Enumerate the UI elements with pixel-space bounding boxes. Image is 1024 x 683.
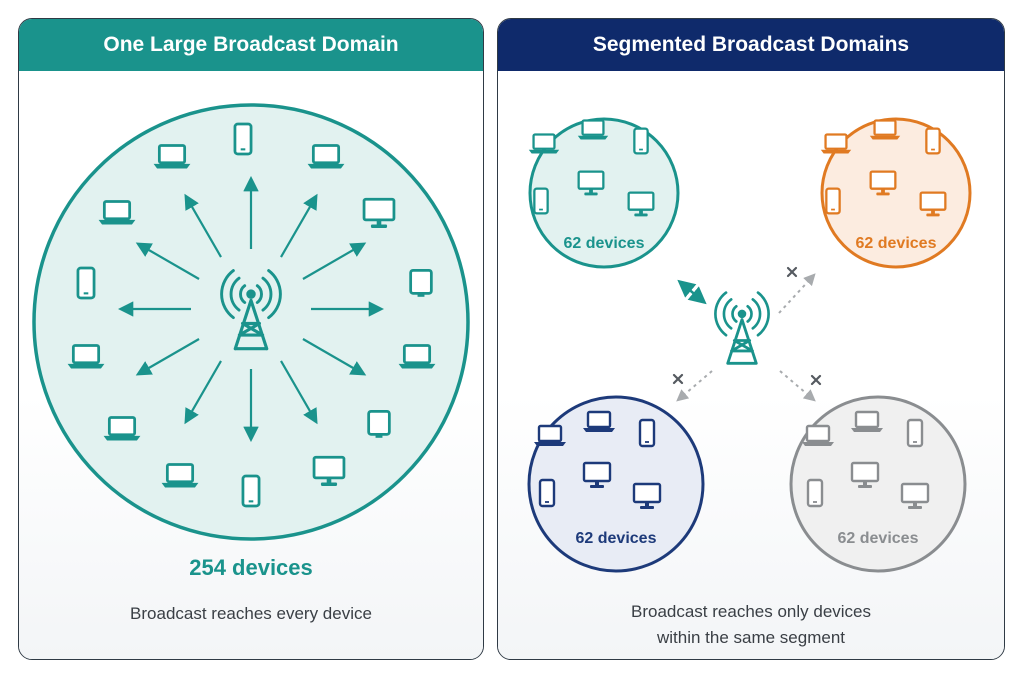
laptop-icon — [398, 344, 436, 369]
phone-icon — [806, 478, 824, 508]
blocked-x-icon — [810, 374, 822, 386]
caption-line-2: within the same segment — [656, 628, 846, 647]
phone-icon — [76, 266, 96, 300]
blocked-arrow-navy — [676, 370, 713, 402]
broadcast-arrow — [280, 193, 318, 258]
caption-line-1: Broadcast reaches only devices — [630, 602, 872, 621]
caption-segmented: Broadcast reaches only devices within th… — [498, 599, 1004, 651]
broadcast-arrow — [184, 193, 222, 258]
device-icons — [67, 122, 436, 508]
segment-count-teal: 62 devices — [563, 235, 645, 252]
laptop-icon — [103, 416, 141, 441]
phone-icon — [241, 474, 261, 508]
phone-icon — [906, 418, 924, 448]
large-domain-diagram — [32, 103, 470, 541]
laptop-icon — [161, 463, 199, 488]
phone-icon — [825, 187, 841, 215]
segmented-domains-diagram — [527, 117, 972, 573]
panel-one-large-domain: One Large Broadcast Domain 254 devices B… — [18, 18, 484, 660]
blocked-x-icon — [672, 373, 684, 385]
monitor-icon — [919, 191, 947, 217]
segment-count-navy: 62 devices — [575, 530, 657, 547]
broadcast-arrows — [117, 175, 385, 443]
broadcast-arrow — [184, 360, 222, 425]
laptop-icon — [851, 410, 883, 432]
broadcast-tower-icon — [220, 269, 282, 351]
laptop-icon — [67, 344, 105, 369]
segment-device-icons — [528, 119, 947, 509]
segment-circle-teal — [528, 117, 680, 269]
laptop-icon — [534, 424, 566, 446]
monitor-icon — [577, 170, 605, 196]
laptop-icon — [802, 424, 834, 446]
panel-title-large-domain: One Large Broadcast Domain — [19, 19, 483, 71]
laptop-icon — [820, 133, 852, 154]
phone-icon — [533, 187, 549, 215]
phone-icon — [538, 478, 556, 508]
reach-arrow-teal — [677, 279, 707, 305]
segment-count-gray: 62 devices — [837, 530, 919, 547]
broadcast-tower-icon — [714, 291, 770, 365]
tablet-icon — [367, 409, 391, 438]
caption-large-domain: Broadcast reaches every device — [130, 604, 372, 623]
broadcast-arrow — [135, 338, 200, 376]
tablet-icon — [409, 268, 433, 297]
monitor-icon — [627, 191, 655, 217]
device-count-label: 254 devices — [189, 555, 313, 580]
monitor-icon — [362, 197, 396, 228]
phone-icon — [925, 127, 941, 155]
panel-segmented-domains: Segmented Broadcast Domains — [497, 18, 1005, 660]
blocked-arrow-gray — [779, 370, 816, 402]
monitor-icon — [900, 482, 930, 509]
monitor-icon — [312, 455, 346, 486]
monitor-icon — [582, 461, 612, 488]
laptop-icon — [528, 133, 560, 154]
phone-icon — [638, 418, 656, 448]
blocked-arrow-orange — [778, 273, 816, 314]
segment-circle-orange — [820, 117, 972, 269]
laptop-icon — [577, 119, 609, 140]
laptop-icon — [98, 200, 136, 225]
laptop-icon — [153, 144, 191, 169]
monitor-icon — [632, 482, 662, 509]
broadcast-arrow — [302, 338, 367, 376]
laptop-icon — [307, 144, 345, 169]
phone-icon — [633, 127, 649, 155]
broadcast-arrow — [135, 242, 200, 280]
laptop-icon — [869, 119, 901, 140]
monitor-icon — [869, 170, 897, 196]
blocked-x-icon — [786, 266, 798, 278]
laptop-icon — [583, 410, 615, 432]
monitor-icon — [850, 461, 880, 488]
phone-icon — [233, 122, 253, 156]
segment-count-orange: 62 devices — [855, 235, 937, 252]
panel-title-segmented: Segmented Broadcast Domains — [498, 19, 1004, 71]
broadcast-arrow — [302, 242, 367, 280]
segment-circle-navy — [527, 395, 705, 573]
broadcast-arrow — [280, 360, 318, 425]
